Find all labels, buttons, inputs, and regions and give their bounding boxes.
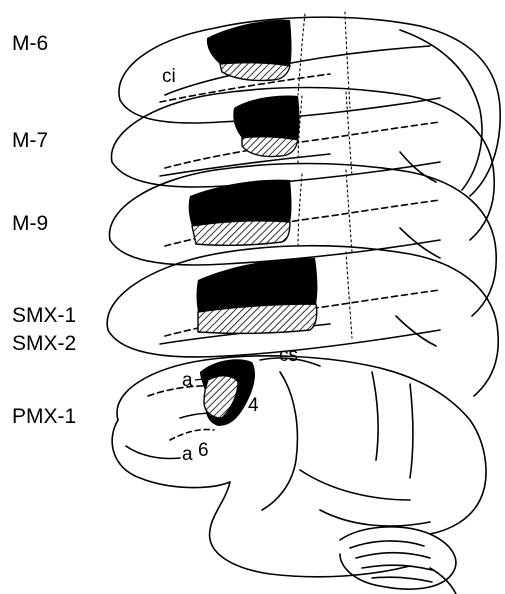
case-label-m7: M-7 (12, 129, 48, 152)
case-label-m9: M-9 (12, 212, 48, 235)
hemisphere-m6 (119, 12, 500, 196)
label-area-4: 4 (248, 395, 259, 416)
case-label-smx1: SMX-1 (12, 304, 76, 327)
case-label-pmx1: PMX-1 (12, 405, 76, 428)
case-label-m6: M-6 (12, 32, 48, 55)
lesion-m7 (233, 96, 299, 141)
case-label-smx2: SMX-2 (12, 332, 76, 355)
cerebellum (340, 527, 456, 594)
label-area-6: 6 (198, 440, 209, 461)
hatched-m6 (220, 63, 290, 81)
hatched-m7 (242, 137, 298, 157)
label-cs: cs (279, 345, 298, 366)
label-a-lower: a (182, 444, 193, 465)
label-a-upper: a (182, 370, 193, 391)
hemisphere-lateral (112, 356, 486, 594)
case-labels: M-6 M-7 M-9 SMX-1 SMX-2 PMX-1 (12, 32, 76, 428)
label-ci: ci (162, 66, 176, 87)
hatched-m9 (192, 221, 290, 246)
